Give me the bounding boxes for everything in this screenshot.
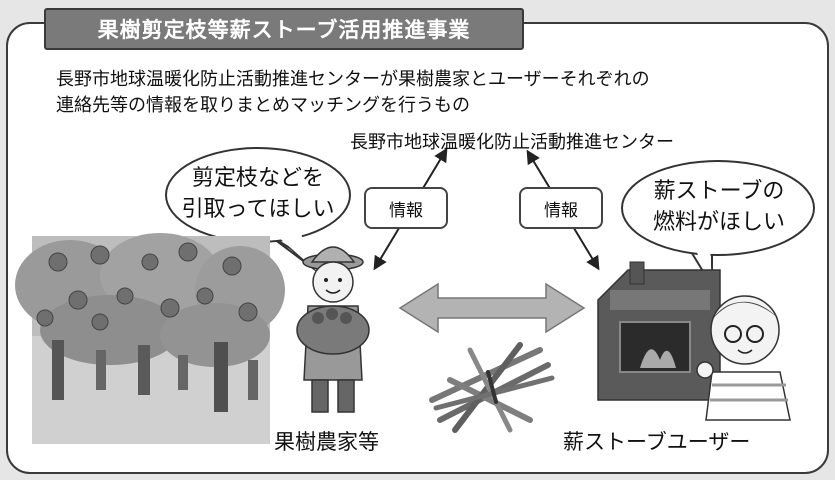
wood-stove-illustration [597,261,721,401]
farmer-caption: 果樹農家等 [274,430,379,454]
stove-user-illustration [696,295,791,421]
intro-line-1: 長野市地球温暖化防止活動推進センターが果樹農家とユーザーそれぞれの [56,69,650,90]
farmer-bubble-line-1: 剪定枝などを [191,166,324,191]
orchard-picture [15,233,285,444]
branch-bundle [429,342,555,433]
center-organization-label: 長野市地球温暖化防止活動推進センター [350,132,674,153]
user-bubble-text: 薪ストーブの 燃料がほしい [624,176,814,238]
title-banner: 果樹剪定枝等薪ストーブ活用推進事業 [44,8,524,50]
user-speech-bubble [621,160,815,290]
farmer-illustration [296,246,370,413]
farmer-bubble-text: 剪定枝などを 引取ってほしい [168,163,348,225]
info-box-left: 情報 [364,187,448,229]
user-bubble-line-2: 燃料がほしい [652,210,785,235]
info-box-right: 情報 [519,187,603,229]
intro-line-2: 連絡先等の情報を取りまとめマッチングを行うもの [56,95,470,116]
user-caption: 薪ストーブユーザー [563,430,751,454]
intro-text: 長野市地球温暖化防止活動推進センターが果樹農家とユーザーそれぞれの 連絡先等の情… [56,67,650,119]
exchange-double-arrow [398,282,586,334]
farmer-bubble-line-2: 引取ってほしい [181,197,335,222]
user-bubble-line-1: 薪ストーブの [653,179,785,204]
